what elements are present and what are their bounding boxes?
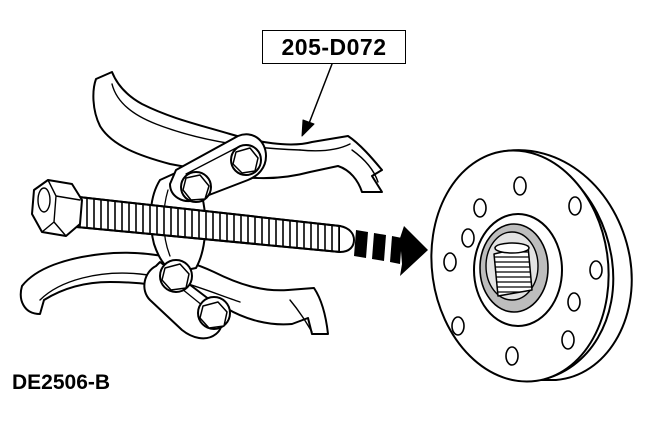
bolt-lower-right [197, 296, 231, 330]
arrow-dashed-right-icon [354, 226, 428, 276]
bolt-upper-left [180, 171, 212, 203]
callout-leader [301, 63, 333, 137]
lower-jaw [19, 251, 329, 335]
bolt-upper-right [230, 144, 262, 176]
bolt-lower-left [159, 259, 193, 293]
tool-number-label: 205-D072 [281, 33, 387, 60]
forcing-screw [31, 179, 355, 253]
wheel-hub-flange [430, 149, 633, 383]
figure-id: DE2506-B [12, 371, 111, 394]
tool-number-callout: 205-D072 [262, 30, 406, 64]
